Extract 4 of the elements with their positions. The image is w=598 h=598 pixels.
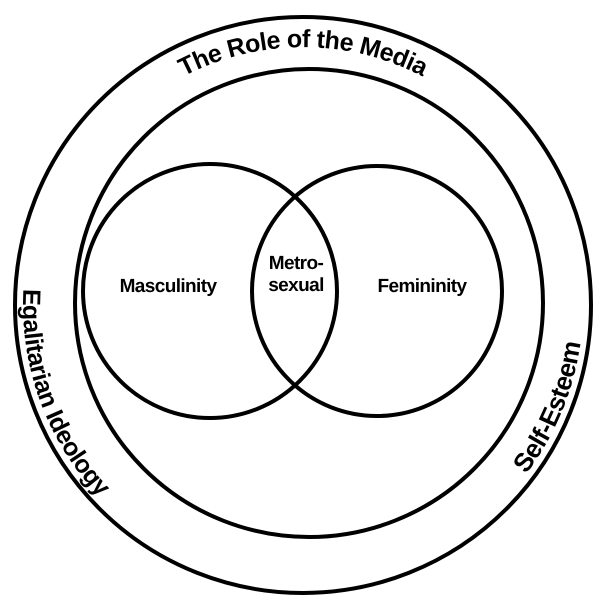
region-label: Masculinity	[118, 276, 218, 298]
region-label: Metro-sexual	[267, 253, 325, 297]
region-label: Femininity	[376, 276, 468, 298]
curved-label: The Role of the Media	[174, 25, 432, 82]
